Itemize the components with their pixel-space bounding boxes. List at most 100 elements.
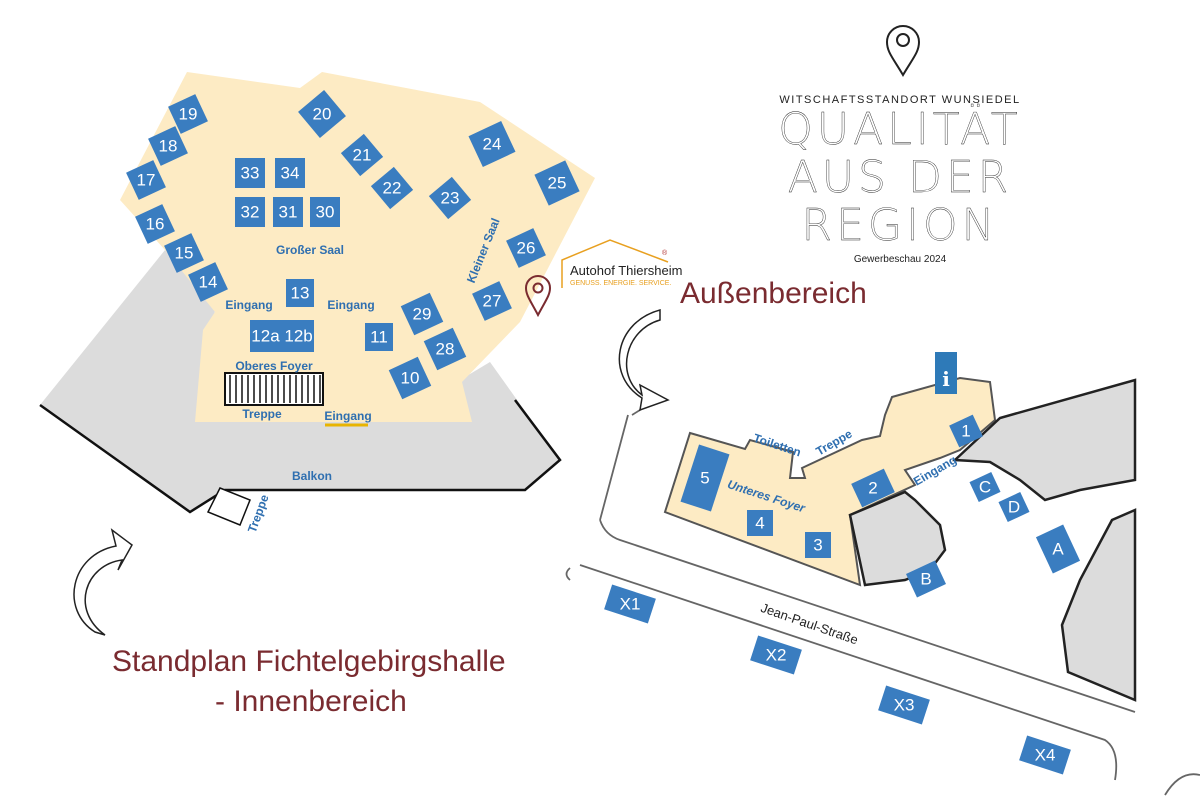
booth-5[interactable]: 5 <box>680 444 730 512</box>
booth-box <box>310 197 340 227</box>
booth-box <box>400 292 444 336</box>
booth-X4[interactable]: X4 <box>1019 735 1071 775</box>
booth-X2[interactable]: X2 <box>750 635 802 675</box>
svg-text:i: i <box>942 367 950 391</box>
booth-number: 4 <box>755 514 764 533</box>
sponsor-name: Autohof Thiersheim <box>570 263 683 278</box>
booth-19[interactable]: 19 <box>168 94 208 134</box>
booth-X3[interactable]: X3 <box>878 685 930 725</box>
indoor-title-line1: Standplan Fichtelgebirgshalle <box>112 645 506 678</box>
booth-number: 33 <box>241 164 260 183</box>
booth-A[interactable]: A <box>1035 524 1081 574</box>
booth-15[interactable]: 15 <box>164 233 204 273</box>
booth-21[interactable]: 21 <box>340 133 384 177</box>
booth-number: 12a 12b <box>251 327 312 346</box>
street-name: Jean-Paul-Straße <box>759 600 860 647</box>
booth-18[interactable]: 18 <box>148 126 188 166</box>
booth-box <box>370 166 414 210</box>
label-balkon: Balkon <box>292 469 332 483</box>
header-subtitle: WITSCHAFTSSTANDORT WUNSIEDEL <box>779 94 1021 106</box>
building-b-area <box>848 490 947 587</box>
booth-23[interactable]: 23 <box>428 176 472 220</box>
booth-16[interactable]: 16 <box>135 204 175 244</box>
booth-1[interactable]: 1 <box>949 414 983 448</box>
booth-29[interactable]: 29 <box>400 292 444 336</box>
booth-number: 27 <box>483 292 502 311</box>
booth-33[interactable]: 33 <box>235 158 265 188</box>
event-header: WITSCHAFTSSTANDORT WUNSIEDEL QUALITÄT AU… <box>700 20 1100 265</box>
booth-number: 32 <box>241 203 260 222</box>
booth-17[interactable]: 17 <box>126 160 166 200</box>
booth-14[interactable]: 14 <box>188 262 228 302</box>
booth-box <box>168 94 208 134</box>
label-treppe-balkon: Treppe <box>245 492 272 534</box>
booth-31[interactable]: 31 <box>273 197 303 227</box>
booth-box <box>878 685 930 725</box>
booth-number: 15 <box>175 244 194 263</box>
booth-box <box>851 468 895 508</box>
booth-box <box>906 560 946 598</box>
booth-box <box>747 510 773 536</box>
label-eingang-2: Eingang <box>327 298 374 312</box>
booth-number: 20 <box>313 105 332 124</box>
booth-box <box>1019 735 1071 775</box>
booth-X1[interactable]: X1 <box>604 584 656 624</box>
booth-box <box>148 126 188 166</box>
booth-box <box>273 197 303 227</box>
booth-24[interactable]: 24 <box>468 120 516 168</box>
booth-26[interactable]: 26 <box>506 228 546 268</box>
booth-3[interactable]: 3 <box>805 532 831 558</box>
building-right-area <box>952 378 1137 502</box>
label-grosser-saal: Großer Saal <box>276 243 344 257</box>
indoor-title-line2: - Innenbereich <box>215 685 407 718</box>
booth-box <box>298 90 346 138</box>
booth-number: 29 <box>413 305 432 324</box>
booth-22[interactable]: 22 <box>370 166 414 210</box>
booth-number: X1 <box>620 595 641 614</box>
booth-number: 19 <box>179 105 198 124</box>
booth-number: 34 <box>281 164 300 183</box>
booth-number: 14 <box>199 273 218 292</box>
booth-11[interactable]: 11 <box>365 323 393 351</box>
label-oberes-foyer: Oberes Foyer <box>235 359 313 373</box>
booth-27[interactable]: 27 <box>472 281 512 321</box>
booth-32[interactable]: 32 <box>235 197 265 227</box>
booth-box <box>949 414 983 448</box>
booth-number: X2 <box>766 646 787 665</box>
booth-box <box>468 120 516 168</box>
booth-box <box>805 532 831 558</box>
booth-number: 26 <box>517 239 536 258</box>
booth-2[interactable]: 2 <box>851 468 895 508</box>
label-treppe-indoor: Treppe <box>242 407 282 421</box>
booth-number: 1 <box>961 422 970 441</box>
booth-D[interactable]: D <box>998 491 1030 523</box>
booth-number: 2 <box>868 479 877 498</box>
booth-box <box>250 320 314 352</box>
booth-28[interactable]: 28 <box>423 327 467 371</box>
booth-number: C <box>979 478 991 497</box>
booth-box <box>604 584 656 624</box>
booth-number: 30 <box>316 203 335 222</box>
booth-B[interactable]: B <box>906 560 946 598</box>
booth-box <box>750 635 802 675</box>
booth-box <box>188 262 228 302</box>
booth-25[interactable]: 25 <box>534 160 580 206</box>
booth-4[interactable]: 4 <box>747 510 773 536</box>
location-pin-icon <box>524 275 552 318</box>
booth-box <box>680 444 730 512</box>
booth-13[interactable]: 13 <box>286 279 314 307</box>
house-outline-icon <box>561 239 669 288</box>
booth-number: 28 <box>436 340 455 359</box>
booth-30[interactable]: 30 <box>310 197 340 227</box>
booth-box <box>135 204 175 244</box>
booth-box <box>423 327 467 371</box>
booth-number: 18 <box>159 137 178 156</box>
booth-number: 24 <box>483 135 502 154</box>
booth-C[interactable]: C <box>969 471 1001 503</box>
booth-number: 21 <box>353 146 372 165</box>
booth-12a-12b[interactable]: 12a 12b <box>250 320 314 352</box>
booth-10[interactable]: 10 <box>388 356 432 400</box>
booth-34[interactable]: 34 <box>275 158 305 188</box>
booth-20[interactable]: 20 <box>298 90 346 138</box>
stairs-icon <box>224 372 324 406</box>
